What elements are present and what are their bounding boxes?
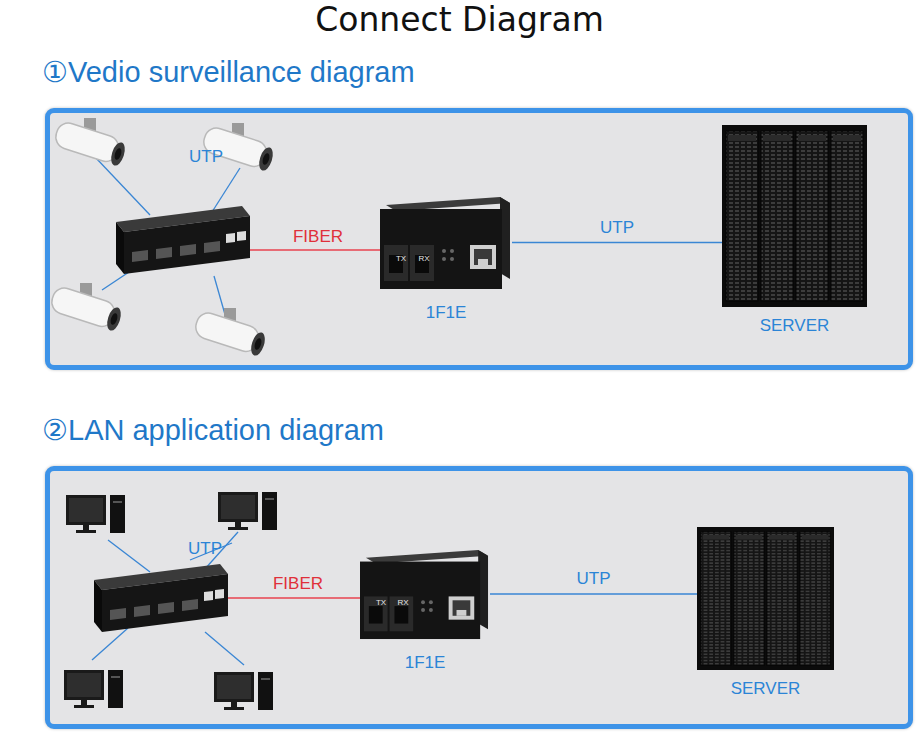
server-rack-drawing: [722, 125, 867, 307]
port-label: RX: [397, 598, 408, 607]
cable-label: UTP: [600, 218, 634, 238]
cable-label: UTP: [189, 147, 223, 167]
panel-heading: ②LAN application diagram: [42, 413, 384, 447]
media-converter-drawing: [360, 548, 490, 640]
panel-heading: ①Vedio surveillance diagram: [42, 55, 415, 89]
cable-label: FIBER: [273, 574, 323, 594]
device-label: 1F1E: [320, 653, 530, 673]
cable-label: UTP: [188, 539, 222, 559]
server-label: SERVER: [682, 316, 907, 336]
server-box: SERVER: [722, 125, 867, 307]
diagram-panel: ①Vedio surveillance diagram1F1ESERVER: [45, 108, 913, 370]
media-converter-box: 1F1E: [380, 195, 512, 290]
port-label: TX: [396, 254, 406, 263]
media-converter-drawing: [380, 195, 512, 290]
port-label: RX: [418, 254, 429, 263]
diagram-panel: ②LAN application diagram1F1ESERVER: [45, 466, 913, 729]
diagram-title: Connect Diagram: [0, 0, 919, 40]
server-rack-drawing: [697, 527, 834, 670]
port-label: TX: [376, 598, 386, 607]
cable-label: UTP: [577, 569, 611, 589]
device-label: 1F1E: [340, 303, 552, 323]
media-converter-box: 1F1E: [360, 548, 490, 640]
server-label: SERVER: [657, 679, 874, 699]
server-box: SERVER: [697, 527, 834, 670]
cable-label: FIBER: [293, 227, 343, 247]
